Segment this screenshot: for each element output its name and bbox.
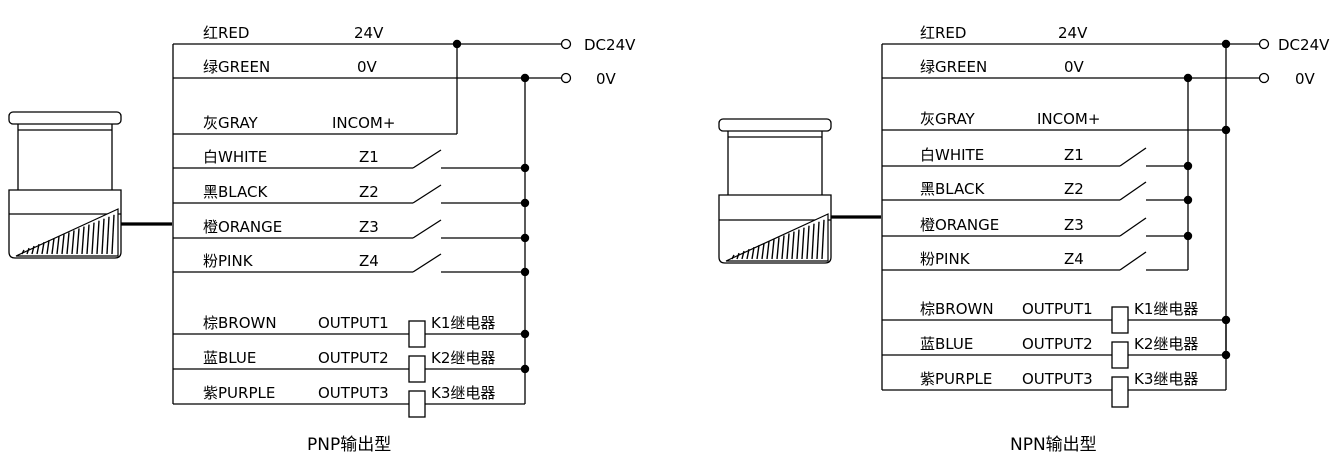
npn-wire-signal-label: OUTPUT3 bbox=[1022, 370, 1093, 388]
pnp-wire-color-label: 蓝BLUE bbox=[203, 349, 256, 367]
npn-wire-signal-label: OUTPUT2 bbox=[1022, 335, 1093, 353]
npn-junction-dot bbox=[1183, 195, 1193, 205]
pnp-wire-signal-label: OUTPUT2 bbox=[318, 349, 389, 367]
pnp-junction-dot bbox=[520, 73, 530, 83]
pnp-relay-label: K3继电器 bbox=[431, 384, 495, 402]
npn-wire-color-label: 橙ORANGE bbox=[920, 216, 999, 234]
pnp-wire-color-label: 紫PURPLE bbox=[203, 384, 275, 402]
pnp-dc24v-terminal bbox=[560, 38, 572, 50]
pnp-relay-label: K1继电器 bbox=[431, 314, 495, 332]
npn-wire-color-label: 黑BLACK bbox=[920, 180, 985, 198]
npn-wire-color-label: 粉PINK bbox=[920, 250, 971, 268]
pnp-wire-signal-label: OUTPUT1 bbox=[318, 314, 389, 332]
npn-diagram: DC24V 0V 红RED 24V 绿GREEN 0V 灰GRAY INCOM+… bbox=[718, 24, 1330, 455]
npn-wire-color-label: 白WHITE bbox=[920, 146, 984, 164]
npn-wire-signal-label: Z3 bbox=[1064, 216, 1084, 234]
npn-sensor-device bbox=[718, 118, 832, 264]
npn-relay-k1-coil bbox=[1111, 306, 1129, 334]
npn-wire-color-label: 棕BROWN bbox=[920, 300, 994, 318]
pnp-junction-dot bbox=[520, 233, 530, 243]
pnp-wire-color-label: 白WHITE bbox=[203, 148, 267, 166]
pnp-wire-signal-label: Z1 bbox=[359, 148, 379, 166]
pnp-caption: PNP输出型 bbox=[307, 435, 391, 455]
pnp-junction-dot bbox=[520, 364, 530, 374]
pnp-wire-color-label: 棕BROWN bbox=[203, 314, 277, 332]
pnp-wire-color-label: 粉PINK bbox=[203, 252, 254, 270]
pnp-dc24v-label: DC24V bbox=[584, 36, 636, 54]
npn-wire-signal-label: Z1 bbox=[1064, 146, 1084, 164]
pnp-wire-signal-label: Z3 bbox=[359, 218, 379, 236]
pnp-junction-dot bbox=[520, 267, 530, 277]
npn-junction-dot bbox=[1221, 39, 1231, 49]
pnp-0v-terminal bbox=[560, 72, 572, 84]
pnp-sensor-device bbox=[8, 111, 122, 259]
npn-junction-dot bbox=[1221, 125, 1231, 135]
npn-junction-dot bbox=[1183, 161, 1193, 171]
pnp-wire-color-label: 黑BLACK bbox=[203, 183, 268, 201]
npn-relay-k2-coil bbox=[1111, 341, 1129, 369]
pnp-relay-k3-coil bbox=[408, 390, 426, 418]
pnp-junction-dot bbox=[520, 163, 530, 173]
npn-0v-terminal bbox=[1258, 72, 1270, 84]
pnp-relay-k1-coil bbox=[408, 320, 426, 348]
npn-wire-signal-label: 0V bbox=[1064, 58, 1085, 76]
npn-relay-label: K1继电器 bbox=[1134, 300, 1198, 318]
npn-junction-dot bbox=[1183, 73, 1193, 83]
npn-relay-k3-coil bbox=[1111, 376, 1129, 408]
pnp-wire-signal-label: INCOM+ bbox=[332, 114, 395, 132]
npn-caption: NPN输出型 bbox=[1010, 435, 1097, 455]
pnp-wire-color-label: 绿GREEN bbox=[203, 58, 270, 76]
pnp-wire-signal-label: Z2 bbox=[359, 183, 379, 201]
npn-dc24v-label: DC24V bbox=[1278, 36, 1330, 54]
pnp-wire-color-label: 红RED bbox=[203, 24, 249, 42]
pnp-relay-k2-coil bbox=[408, 355, 426, 383]
npn-relay-label: K2继电器 bbox=[1134, 335, 1198, 353]
npn-wire-signal-label: OUTPUT1 bbox=[1022, 300, 1093, 318]
pnp-junction-dot bbox=[452, 39, 462, 49]
npn-wire-signal-label: 24V bbox=[1058, 24, 1088, 42]
npn-junction-dot bbox=[1183, 231, 1193, 241]
pnp-junction-dot bbox=[520, 198, 530, 208]
pnp-0v-label: 0V bbox=[596, 70, 617, 88]
npn-wire-signal-label: Z2 bbox=[1064, 180, 1084, 198]
npn-junction-dot bbox=[1221, 350, 1231, 360]
npn-wire-color-label: 灰GRAY bbox=[920, 110, 976, 128]
npn-wire-color-label: 绿GREEN bbox=[920, 58, 987, 76]
npn-relay-label: K3继电器 bbox=[1134, 370, 1198, 388]
npn-wire-color-label: 红RED bbox=[920, 24, 966, 42]
npn-0v-label: 0V bbox=[1295, 70, 1316, 88]
npn-wire-signal-label: Z4 bbox=[1064, 250, 1084, 268]
pnp-junction-dot bbox=[520, 329, 530, 339]
npn-wire-color-label: 紫PURPLE bbox=[920, 370, 992, 388]
pnp-wire-signal-label: OUTPUT3 bbox=[318, 384, 389, 402]
npn-wire-color-label: 蓝BLUE bbox=[920, 335, 973, 353]
pnp-wire-signal-label: 0V bbox=[357, 58, 378, 76]
pnp-wire-signal-label: 24V bbox=[354, 24, 384, 42]
pnp-diagram: DC24V 0V 红RED 24V 绿GREEN 0V 灰GRAY INCOM+… bbox=[8, 24, 636, 455]
pnp-wire-color-label: 橙ORANGE bbox=[203, 218, 282, 236]
npn-dc24v-terminal bbox=[1258, 38, 1270, 50]
pnp-relay-label: K2继电器 bbox=[431, 349, 495, 367]
npn-junction-dot bbox=[1221, 315, 1231, 325]
npn-wire-signal-label: INCOM+ bbox=[1037, 110, 1100, 128]
pnp-wire-signal-label: Z4 bbox=[359, 252, 379, 270]
pnp-wire-color-label: 灰GRAY bbox=[203, 114, 259, 132]
